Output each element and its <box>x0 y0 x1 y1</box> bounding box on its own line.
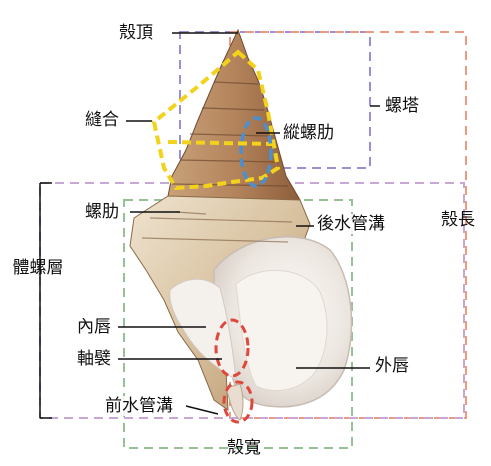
shell-illustration <box>129 28 353 421</box>
label-body-whorl: 體螺層 <box>12 258 64 278</box>
anterior-canal-outline <box>222 380 254 424</box>
label-columellar-fold: 軸襞 <box>76 349 112 369</box>
label-apex: 殼頂 <box>118 23 154 43</box>
label-shell-width: 殼寬 <box>227 438 261 458</box>
spire-rib-lines <box>171 81 289 187</box>
label-inner-lip: 內唇 <box>76 317 112 337</box>
label-outer-lip: 外唇 <box>374 356 410 376</box>
label-siphonal-canal-posterior: 後水管溝 <box>316 214 386 234</box>
siphonal-canal <box>225 383 244 421</box>
aperture-interior <box>235 269 328 392</box>
body-rib-lines <box>141 211 293 243</box>
label-suture: 縫合 <box>84 110 120 130</box>
label-spire: 螺塔 <box>385 96 419 116</box>
axial-rib-outline <box>239 116 273 188</box>
suture-outline <box>151 49 281 191</box>
columellar-fold-outline <box>214 318 250 378</box>
label-siphonal-canal-anterior: 前水管溝 <box>104 396 174 416</box>
leader-lines <box>39 32 380 419</box>
label-shell-length: 殼長 <box>441 210 475 230</box>
label-spiral-rib: 螺肋 <box>84 202 120 222</box>
suture-band <box>167 140 273 146</box>
label-axial-rib: 縱螺肋 <box>282 123 335 143</box>
